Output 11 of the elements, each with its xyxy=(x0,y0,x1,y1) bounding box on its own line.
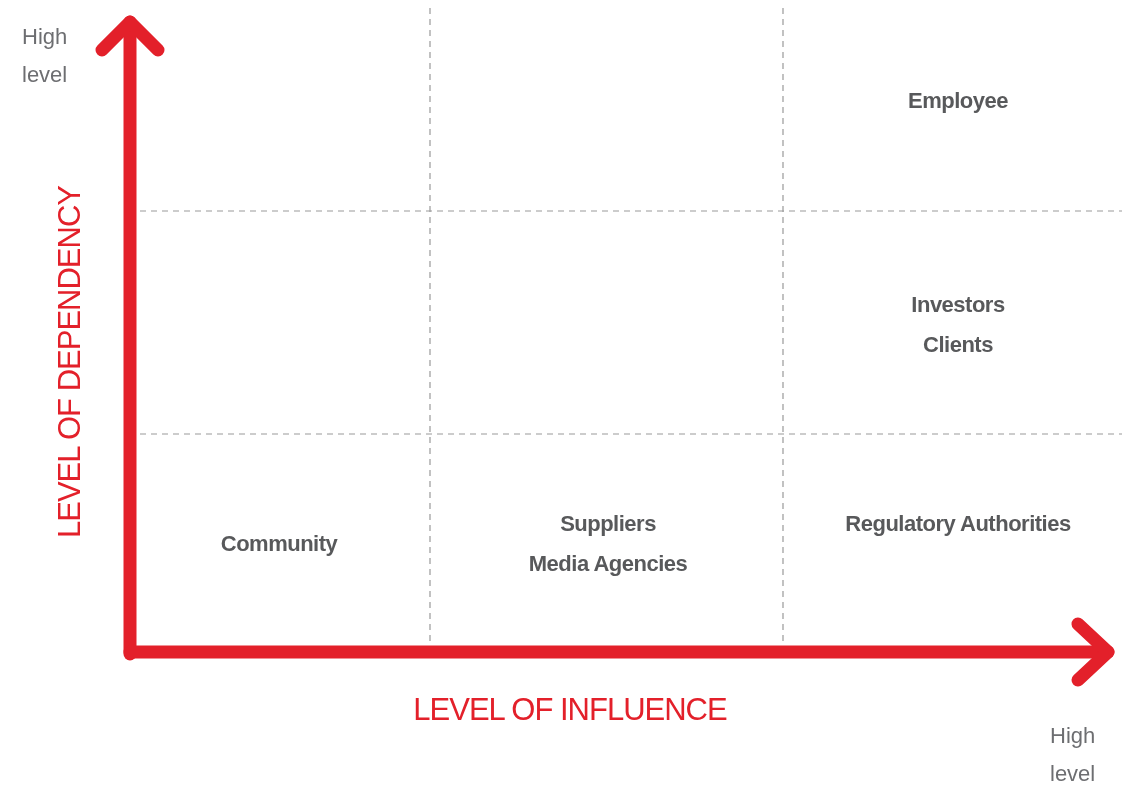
stakeholder-label: Media Agencies xyxy=(528,551,688,577)
axis-end-label: High level xyxy=(1050,722,1097,788)
stakeholder-label: Community xyxy=(220,531,338,557)
axis-title: LEVEL OF DEPENDENCY xyxy=(52,186,88,538)
stakeholder-label: Clients xyxy=(923,332,993,358)
stakeholder-label: Suppliers xyxy=(560,511,656,537)
axis-title: LEVEL OF INFLUENCE xyxy=(413,692,727,728)
stakeholder-label: Employee xyxy=(908,88,1008,114)
axis-end-label: High level xyxy=(22,23,69,89)
stakeholder-label: Investors xyxy=(911,292,1005,318)
stakeholder-label: Regulatory Authorities xyxy=(845,511,1071,537)
